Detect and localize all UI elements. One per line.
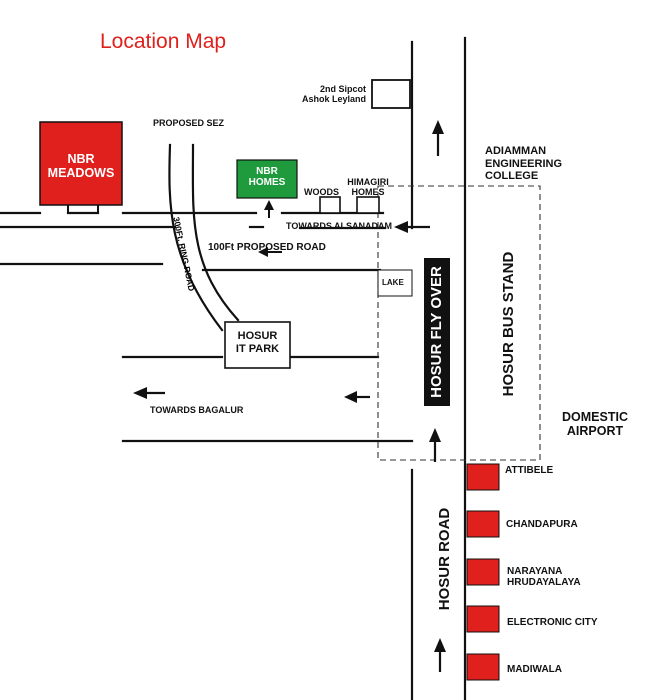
nbr-homes-marker [236, 159, 298, 199]
hosur-it-park-label: HOSUR IT PARK [235, 330, 280, 355]
hosur-it-park-building [224, 321, 291, 369]
domestic-airport-label: DOMESTIC AIRPORT [562, 410, 628, 439]
hosur-bus-stand-label: HOSUR BUS STAND [500, 251, 517, 397]
hosur-road-label: HOSUR ROAD [436, 507, 453, 611]
chandapura-marker [466, 510, 500, 538]
arrow-up-icon [434, 638, 446, 672]
roads [0, 36, 467, 700]
attibele-marker [466, 463, 500, 491]
arrow-up-icon [429, 428, 441, 462]
arrows [133, 120, 446, 672]
destination-markers [466, 463, 500, 681]
map-title: Location Map [100, 30, 227, 53]
arrow-left-icon [394, 221, 430, 233]
arrow-up-icon [264, 200, 274, 218]
arrow-left-icon [258, 247, 282, 257]
lake-label: LAKE [382, 278, 404, 287]
ring-road-left-edge [168, 143, 224, 332]
lake-box [377, 269, 413, 297]
proposed-sez-label: PROPOSED SEZ [153, 118, 225, 128]
hosur-town-boundary [377, 185, 541, 461]
arrow-left-icon [133, 387, 165, 399]
hosur-fly-over-bar [424, 258, 450, 406]
himagiri-label: HIMAGIRI HOMES [347, 177, 389, 198]
adiamman-label: ADIAMMAN ENGINEERING COLLEGE [485, 145, 563, 183]
madiwala-marker [466, 653, 500, 681]
towards-alsanadam-label: TOWARDS ALSANADAM [286, 221, 392, 231]
destination-attibele: ATTIBELE [505, 465, 554, 476]
ring-road-right-edge [191, 143, 240, 322]
road-100ft-label: 100Ft PROPOSED ROAD [208, 242, 326, 253]
nbr-homes-label: NBR HOMES [248, 166, 286, 189]
sipcot-building [371, 79, 411, 109]
destination-chandapura: CHANDAPURA [506, 519, 578, 530]
himagiri-building [356, 196, 380, 214]
sipcot-label: 2nd Sipcot Ashok Leyland [301, 84, 366, 105]
narayana-marker [466, 558, 500, 586]
destination-narayana: NARAYANA HRUDAYALAYA [507, 566, 581, 589]
arrow-up-icon [432, 120, 444, 156]
nbr-meadows-label: NBR MEADOWS [47, 152, 115, 181]
destination-electronic-city: ELECTRONIC CITY [507, 617, 598, 628]
woods-building [319, 196, 341, 214]
hosur-fly-over-label: HOSUR FLY OVER [428, 266, 445, 398]
towards-bagalur-label: TOWARDS BAGALUR [150, 405, 244, 415]
arrow-left-icon [344, 391, 370, 403]
woods-label: WOODS [304, 187, 339, 197]
destination-madiwala: MADIWALA [507, 664, 562, 675]
nbr-meadows-marker [39, 121, 123, 206]
electronic-city-marker [466, 605, 500, 633]
